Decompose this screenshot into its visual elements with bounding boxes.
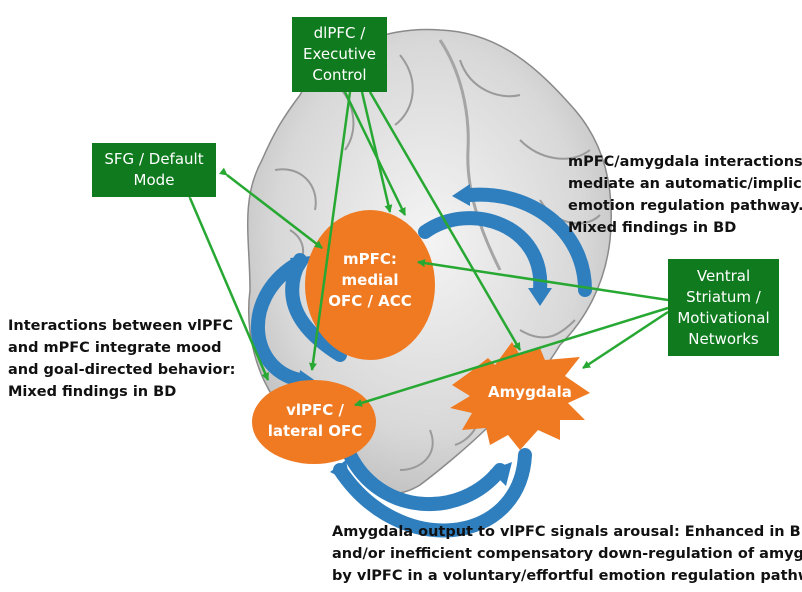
annotation-top-right-line-1: mPFC/amygdala interactions [568,154,802,170]
vlpfc-line-1: vlPFC / [286,401,344,419]
ventral-striatum-box: Ventral Striatum / Motivational Networks [668,259,779,356]
annotation-bottom-line-3: by vlPFC in a voluntary/effortful emotio… [332,568,802,584]
annotation-left-line-3: and goal-directed behavior: [8,362,236,378]
annotation-left-line-2: and mPFC integrate mood [8,340,222,356]
ventral-line-2: Striatum / [686,287,761,306]
mpfc-node-label: mPFC: medial OFC / ACC [315,249,425,312]
vlpfc-node-shape [252,380,376,464]
ventral-line-3: Motivational [677,308,770,327]
annotation-mpfc-amygdala: mPFC/amygdala interactions mediate an au… [568,151,802,239]
annotation-vlpfc-mpfc: Interactions between vlPFC and mPFC inte… [8,315,235,403]
annotation-top-right-line-3: emotion regulation pathway. [568,198,802,214]
mpfc-line-2: medial [341,271,399,289]
annotation-top-right-line-4: Mixed findings in BD [568,220,737,236]
dlpfc-line-3: Control [312,66,367,84]
annotation-left-line-1: Interactions between vlPFC [8,318,234,334]
sfg-line-2: Mode [133,171,175,189]
mpfc-line-3: OFC / ACC [328,292,412,310]
green-arrows [183,83,677,407]
annotation-bottom-line-1: Amygdala output to vlPFC signals arousal… [332,524,802,540]
dlpfc-executive-control-box: dlPFC / Executive Control [292,17,387,92]
annotation-top-right-line-2: mediate an automatic/implicit [568,176,802,192]
amygdala-node-label: Amygdala [488,383,572,401]
sfg-default-mode-box: SFG / Default Mode [92,143,216,197]
ventral-line-1: Ventral [696,266,751,285]
vlpfc-line-2: lateral OFC [267,422,363,440]
annotation-bottom-line-2: and/or inefficient compensatory down-reg… [332,546,802,562]
sfg-line-1: SFG / Default [104,150,204,168]
ventral-line-4: Networks [688,329,759,348]
dlpfc-line-1: dlPFC / [313,24,366,42]
vlpfc-node-label: vlPFC / lateral OFC [260,400,370,442]
annotation-amygdala-output: Amygdala output to vlPFC signals arousal… [332,521,802,587]
mpfc-line-1: mPFC: [343,250,397,268]
dlpfc-line-2: Executive [302,45,377,63]
annotation-left-line-4: Mixed findings in BD [8,384,177,400]
